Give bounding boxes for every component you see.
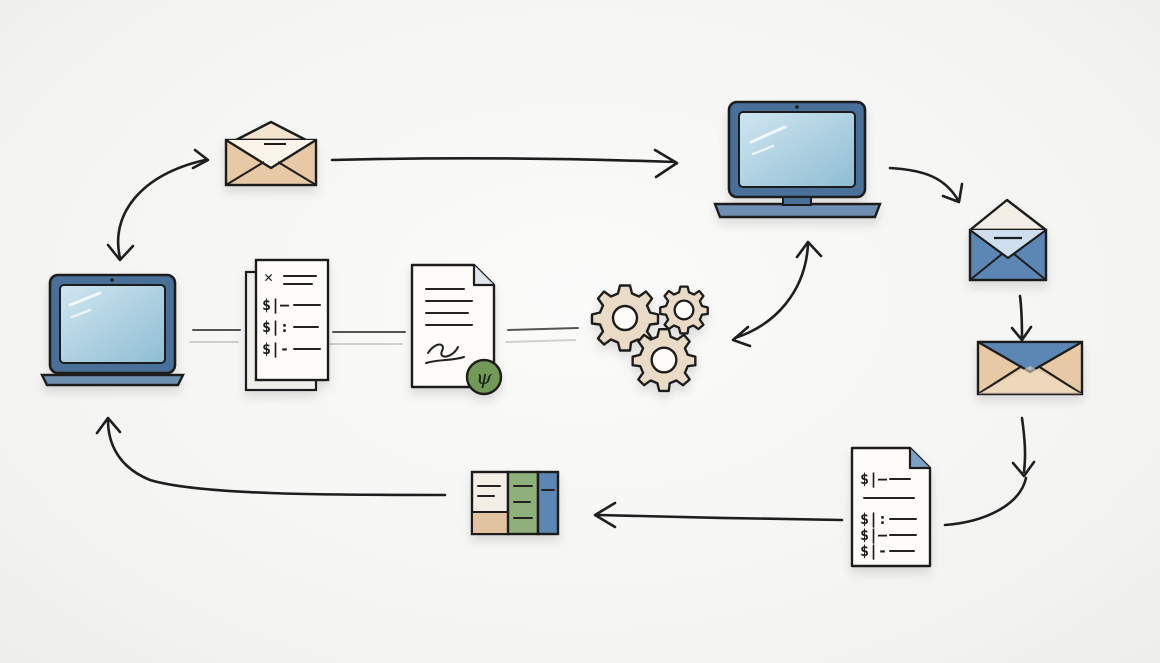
stamp-badge <box>465 358 503 396</box>
binders-icon <box>470 470 560 536</box>
dollar-glyph: $|‐ <box>860 542 887 561</box>
gears-icon <box>590 284 709 393</box>
dollar-glyph: $|— <box>860 526 888 545</box>
envelope-icon <box>968 198 1048 282</box>
stamp-letter: ψ <box>476 365 492 389</box>
cross-glyph: ✕ <box>264 268 273 286</box>
signed-document-icon: ψ <box>410 263 503 396</box>
connector-binders-to-left-laptop <box>95 416 447 497</box>
dollar-glyph: $|: <box>860 510 887 529</box>
invoice-document-icon: $|— $|: $|— $|‐ <box>850 446 932 568</box>
connector-gears-to-top-laptop <box>731 240 823 348</box>
connector-left-laptop-to-envelope <box>106 148 210 262</box>
dollar-glyph: $|‐ <box>262 340 289 359</box>
connector-top-laptop-to-blue-envelope <box>888 166 964 204</box>
pipeline-lines <box>189 327 579 345</box>
envelope-icon <box>976 340 1084 396</box>
laptop-icon <box>713 100 882 219</box>
envelope-icon <box>224 120 318 187</box>
connector-envelope-to-envelope <box>1010 294 1033 342</box>
laptop-icon <box>40 273 185 387</box>
dollar-glyph: $|: <box>262 318 289 337</box>
ledger-document-icon: ✕ $|— $|: $|‐ <box>244 258 330 392</box>
dollar-glyph: $|— <box>262 296 290 315</box>
connector-invoice-to-binders <box>593 501 844 529</box>
connector-envelope-to-invoice <box>943 416 1036 527</box>
connector-envelope-to-top-laptop <box>330 148 679 179</box>
dollar-glyph: $|— <box>860 470 888 489</box>
